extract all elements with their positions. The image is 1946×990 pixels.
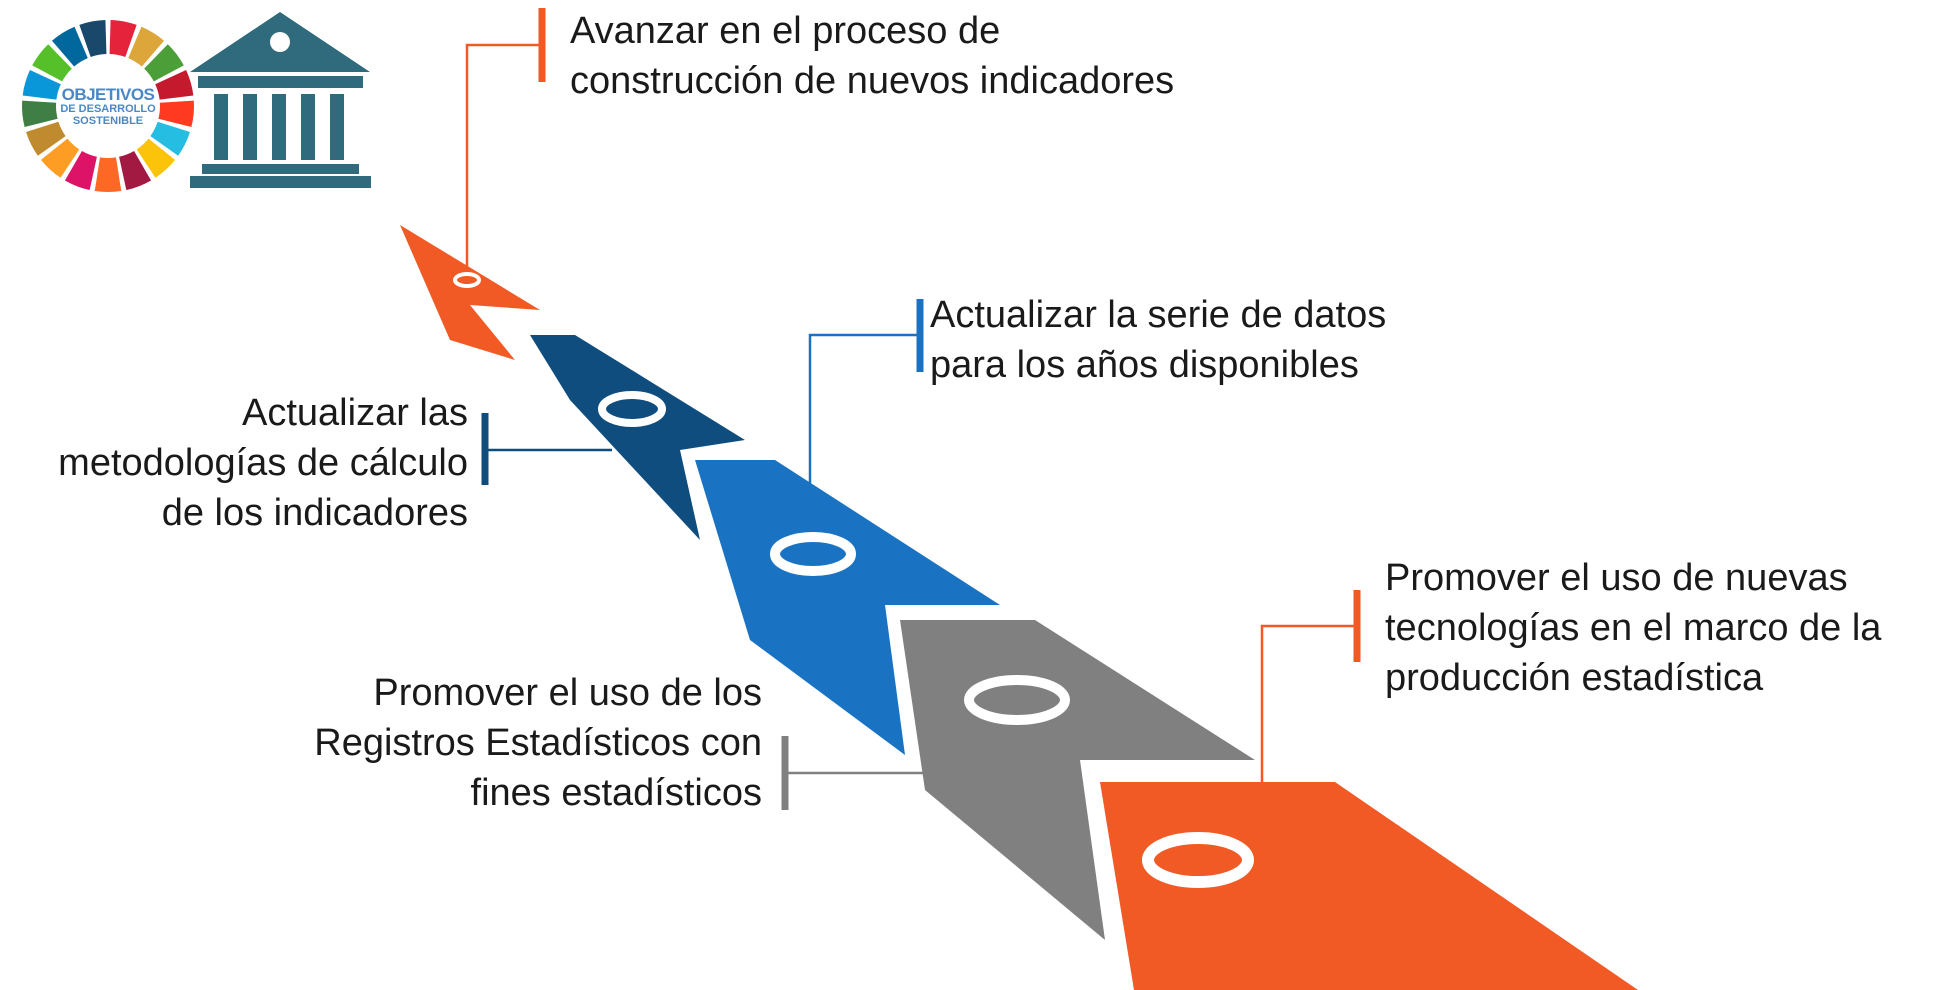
- connector-step-5: [1260, 590, 1361, 782]
- sdg-wheel-segment: [109, 20, 137, 57]
- step-3-line-1: Actualizar la serie de datos: [930, 294, 1387, 336]
- connector-step-3: [808, 299, 924, 485]
- step-2-label: Actualizar las metodologías de cálculo d…: [58, 388, 468, 538]
- step-5-line-1: Promover el uso de nuevas: [1385, 557, 1848, 599]
- step-2-line-2: metodologías de cálculo: [58, 442, 468, 484]
- sdg-wheel-segment: [136, 138, 176, 178]
- sdg-wheel-segment: [32, 44, 72, 82]
- step-3-label: Actualizar la serie de datos para los añ…: [930, 290, 1386, 390]
- step-1-label: Avanzar en el proceso de construcción de…: [570, 6, 1174, 106]
- chevron-step-3: [695, 460, 1000, 755]
- sdg-wheel-segment: [144, 44, 184, 82]
- sdg-wheel-segment: [40, 138, 80, 178]
- sdg-wheel-segment: [158, 100, 194, 128]
- step-2-line-3: de los indicadores: [161, 492, 468, 534]
- institution-building-icon: [190, 12, 371, 188]
- sdg-logo-line1: OBJETIVOS: [61, 84, 155, 104]
- sdg-wheel-segment: [64, 151, 97, 191]
- step-3-marker: [770, 532, 856, 576]
- sdg-wheel-segment: [155, 69, 194, 100]
- step-5-line-3: producción estadística: [1385, 657, 1764, 699]
- sdg-wheel-icon: [21, 20, 194, 192]
- step-2-line-1: Actualizar las: [242, 392, 468, 434]
- step-1-line-2: construcción de nuevos indicadores: [570, 60, 1175, 102]
- sdg-wheel-segment: [21, 100, 58, 128]
- sdg-logo-line3: SOSTENIBLE: [72, 114, 144, 127]
- sdg-wheel-segment: [79, 20, 107, 57]
- step-5-line-2: tecnologías en el marco de la: [1385, 607, 1882, 649]
- sdg-wheel-segment: [150, 121, 190, 156]
- sdg-wheel-segment: [128, 26, 165, 67]
- step-1-marker: [453, 272, 481, 288]
- step-4-label: Promover el uso de los Registros Estadís…: [314, 668, 762, 818]
- step-2-marker: [598, 391, 666, 427]
- connector-step-4: [781, 736, 930, 810]
- step-5-label: Promover el uso de nuevas tecnologías en…: [1385, 553, 1881, 703]
- sdg-wheel-segment: [51, 26, 88, 67]
- chevron-step-2: [530, 335, 745, 540]
- sdg-logo-text: OBJETIVOS DE DESARROLLO SOSTENIBLE: [18, 16, 198, 196]
- sdg-wheel-segment: [119, 151, 152, 191]
- sdg-logo-line2: DE DESARROLLO: [60, 102, 156, 115]
- connector-step-1: [465, 8, 546, 270]
- step-1-line-1: Avanzar en el proceso de: [570, 10, 1001, 52]
- step-3-line-2: para los años disponibles: [930, 344, 1359, 386]
- sdg-wheel-segment: [94, 157, 122, 192]
- chevron-step-5: [1100, 782, 1638, 990]
- step-4-line-1: Promover el uso de los: [373, 672, 762, 714]
- step-4-line-3: fines estadísticos: [470, 772, 762, 814]
- step-4-marker: [964, 675, 1070, 725]
- chevron-step-1: [400, 225, 540, 360]
- connector-step-2: [481, 413, 612, 485]
- chevron-step-4: [900, 620, 1255, 940]
- sdg-wheel-segment: [22, 69, 61, 100]
- sdg-wheel-center: [58, 56, 158, 156]
- sdg-wheel-segment: [26, 121, 66, 156]
- step-4-line-2: Registros Estadísticos con: [314, 722, 762, 764]
- step-5-marker: [1142, 832, 1254, 888]
